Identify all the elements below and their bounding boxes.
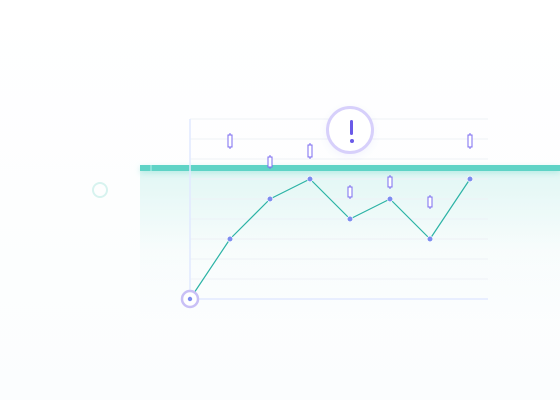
candle — [267, 155, 273, 169]
candle-body — [467, 134, 473, 148]
data-point — [426, 235, 434, 243]
points — [226, 175, 474, 243]
chart-axes — [189, 119, 488, 300]
data-point — [386, 195, 394, 203]
data-point — [306, 175, 314, 183]
data-point — [266, 195, 274, 203]
candle — [467, 133, 473, 149]
origin-marker-group — [180, 289, 200, 309]
candle — [387, 175, 393, 189]
exclamation-dot — [349, 139, 354, 143]
data-point — [466, 175, 474, 183]
exclamation-icon — [350, 120, 353, 135]
candle-body — [227, 134, 233, 148]
alert-badge[interactable] — [326, 106, 374, 154]
data-point — [187, 296, 193, 302]
series-line — [189, 178, 471, 300]
ring-icon — [92, 182, 108, 198]
highlight-band-edge-tick — [150, 165, 152, 171]
candle-body — [267, 156, 273, 168]
data-point — [346, 215, 354, 223]
candle — [347, 185, 353, 199]
candle — [227, 133, 233, 149]
candles — [227, 133, 473, 209]
candle-body — [387, 176, 393, 188]
series-line-group — [189, 178, 471, 300]
highlight-band-edge — [140, 165, 560, 171]
candle-body — [307, 144, 313, 158]
data-point — [226, 235, 234, 243]
candle-body — [347, 186, 353, 198]
candle-body — [427, 196, 433, 208]
candle — [427, 195, 433, 209]
candle — [307, 143, 313, 159]
